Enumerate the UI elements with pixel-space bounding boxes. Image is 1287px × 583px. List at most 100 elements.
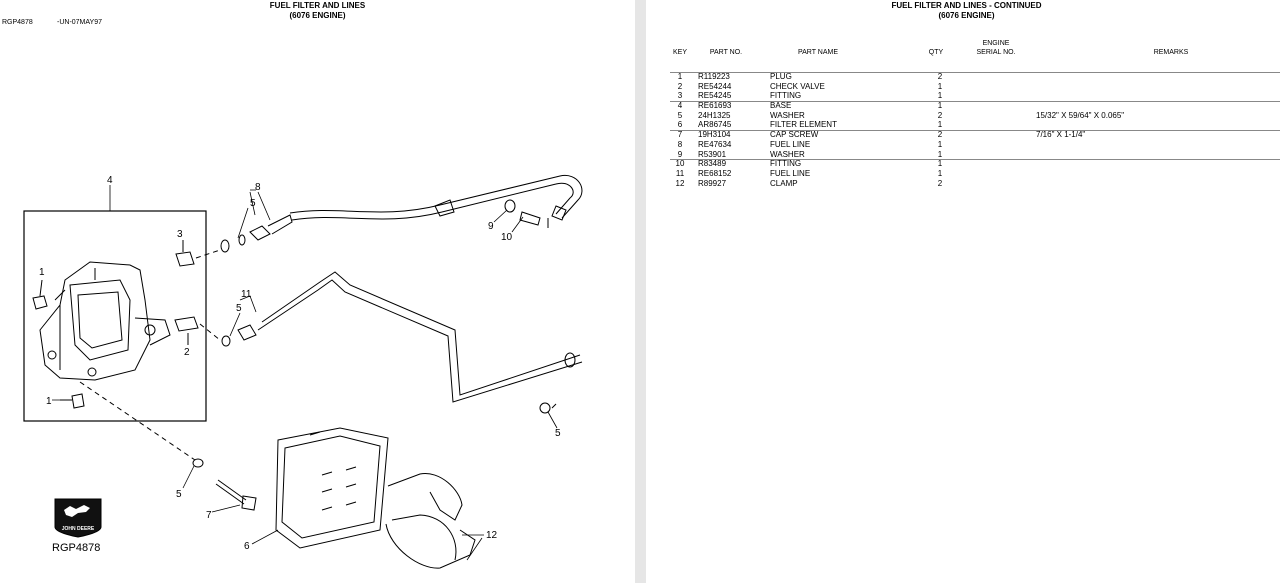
row-qty: 1 — [937, 91, 943, 101]
check-valve-2 — [174, 316, 199, 345]
washer-5-bottom — [192, 458, 204, 468]
row-part-no: 19H3104 — [698, 130, 731, 140]
row-key: 1 — [677, 72, 683, 81]
table-row: 9 R53901 WASHER 1 — [670, 150, 1280, 160]
row-qty: 1 — [937, 81, 943, 91]
callout-5b: 5 — [236, 303, 242, 314]
page-subtitle: (6076 ENGINE) — [938, 11, 995, 20]
row-part-name: WASHER — [770, 149, 805, 159]
row-remarks: 7/16" X 1-1/4" — [1036, 130, 1086, 140]
washer-5-lower — [221, 335, 557, 414]
fuel-line-8 — [249, 174, 583, 241]
table-row: 11 RE68152 FUEL LINE 1 — [670, 169, 1280, 179]
table-rule — [670, 72, 1280, 73]
plug-1-upper — [32, 279, 48, 310]
table-row: 7 19H3104 CAP SCREW 2 7/16" X 1-1/4" — [670, 130, 1280, 140]
row-part-name: CAP SCREW — [770, 130, 819, 140]
row-key: 7 — [677, 130, 683, 140]
row-key: 8 — [677, 139, 683, 149]
fuel-line-11 — [237, 271, 583, 403]
figure-id: RGP4878 — [2, 19, 33, 26]
cap-screw-7 — [215, 479, 257, 511]
row-qty: 1 — [937, 149, 943, 159]
washer-5-upper — [220, 234, 246, 253]
page-gutter — [635, 0, 646, 583]
row-part-name: PLUG — [770, 72, 792, 81]
column-header-qty: QTY — [928, 49, 944, 56]
column-header-engine: ENGINE — [982, 40, 1010, 47]
row-part-no: RE54244 — [698, 81, 732, 91]
table-row: 10 R83489 FITTING 1 — [670, 159, 1280, 169]
row-qty: 2 — [937, 72, 943, 81]
row-key: 6 — [677, 120, 683, 130]
row-part-no: RE47634 — [698, 139, 732, 149]
callout-6: 6 — [244, 541, 250, 552]
washer-9-and-fitting-10 — [504, 199, 567, 228]
row-part-name: FITTING — [770, 159, 802, 169]
row-part-no: R83489 — [698, 159, 727, 169]
page-title: FUEL FILTER AND LINES - CONTINUED — [891, 1, 1042, 10]
row-part-name: WASHER — [770, 110, 805, 120]
row-key: 10 — [675, 159, 685, 169]
dashed-leaders — [79, 249, 221, 461]
row-part-no: RE68152 — [698, 168, 732, 178]
row-part-no: RE54245 — [698, 91, 732, 101]
table-row: 3 RE54245 FITTING 1 — [670, 91, 1280, 101]
callout-9: 9 — [488, 221, 494, 232]
row-key: 12 — [675, 178, 685, 188]
callout-5c: 5 — [555, 428, 561, 439]
row-part-no: RE61693 — [698, 101, 732, 111]
row-qty: 1 — [937, 139, 943, 149]
fitting-3 — [175, 240, 195, 267]
base-outline-box — [23, 210, 207, 422]
base-bracket — [39, 261, 171, 381]
callout-4: 4 — [107, 175, 113, 186]
row-part-name: CLAMP — [770, 178, 798, 188]
callout-8: 8 — [255, 182, 261, 193]
table-rule — [670, 159, 1280, 160]
row-part-name: BASE — [770, 101, 792, 111]
callout-7: 7 — [206, 510, 212, 521]
right-page: FUEL FILTER AND LINES - CONTINUED (6076 … — [646, 0, 1287, 583]
row-key: 5 — [677, 110, 683, 120]
row-qty: 1 — [937, 101, 943, 111]
row-part-name: FUEL LINE — [770, 139, 811, 149]
column-header-serial-no: SERIAL NO. — [976, 49, 1016, 56]
parts-table: 1 R119223 PLUG 2 2 RE54244 CHECK VALVE 1… — [670, 72, 1280, 188]
column-header-part-name: PART NAME — [797, 49, 839, 56]
exploded-parts-diagram: 4 8 5 3 1 9 10 11 5 2 1 5 5 7 6 12 JOHN … — [23, 174, 583, 569]
callout-5d: 5 — [176, 489, 182, 500]
table-rule — [670, 101, 1280, 102]
callout-12: 12 — [486, 530, 498, 541]
row-qty: 1 — [937, 120, 943, 130]
callout-1a: 1 — [39, 267, 45, 278]
table-row: 12 R89927 CLAMP 2 — [670, 179, 1280, 189]
callout-3: 3 — [177, 229, 183, 240]
figure-date: -UN-07MAY97 — [57, 19, 102, 26]
row-part-no: R119223 — [698, 72, 730, 81]
clamps-12 — [385, 473, 476, 569]
row-key: 11 — [675, 168, 685, 178]
row-part-name: CHECK VALVE — [770, 81, 825, 91]
row-qty: 1 — [937, 159, 943, 169]
row-part-no: R89927 — [698, 178, 727, 188]
row-key: 2 — [677, 81, 683, 91]
table-row: 5 24H1325 WASHER 2 15/32" X 59/64" X 0.0… — [670, 111, 1280, 121]
table-row: 4 RE61693 BASE 1 — [670, 101, 1280, 111]
callout-2: 2 — [184, 347, 190, 358]
table-rule — [670, 130, 1280, 131]
table-row: 1 R119223 PLUG 2 — [670, 72, 1280, 82]
row-qty: 2 — [937, 178, 943, 188]
column-header-part-no: PART NO. — [709, 49, 743, 56]
column-header-remarks: REMARKS — [1153, 49, 1189, 56]
row-remarks: 15/32" X 59/64" X 0.065" — [1036, 110, 1125, 120]
column-header-key: KEY — [672, 49, 687, 56]
table-row: 2 RE54244 CHECK VALVE 1 — [670, 82, 1280, 92]
callout-leaders — [52, 185, 558, 561]
row-part-no: AR86745 — [698, 120, 732, 130]
page-subtitle: (6076 ENGINE) — [289, 11, 346, 20]
row-part-no: R53901 — [698, 149, 727, 159]
table-row: 6 AR86745 FILTER ELEMENT 1 — [670, 120, 1280, 130]
table-row: 8 RE47634 FUEL LINE 1 — [670, 140, 1280, 150]
left-page: FUEL FILTER AND LINES (6076 ENGINE) RGP4… — [0, 0, 635, 583]
